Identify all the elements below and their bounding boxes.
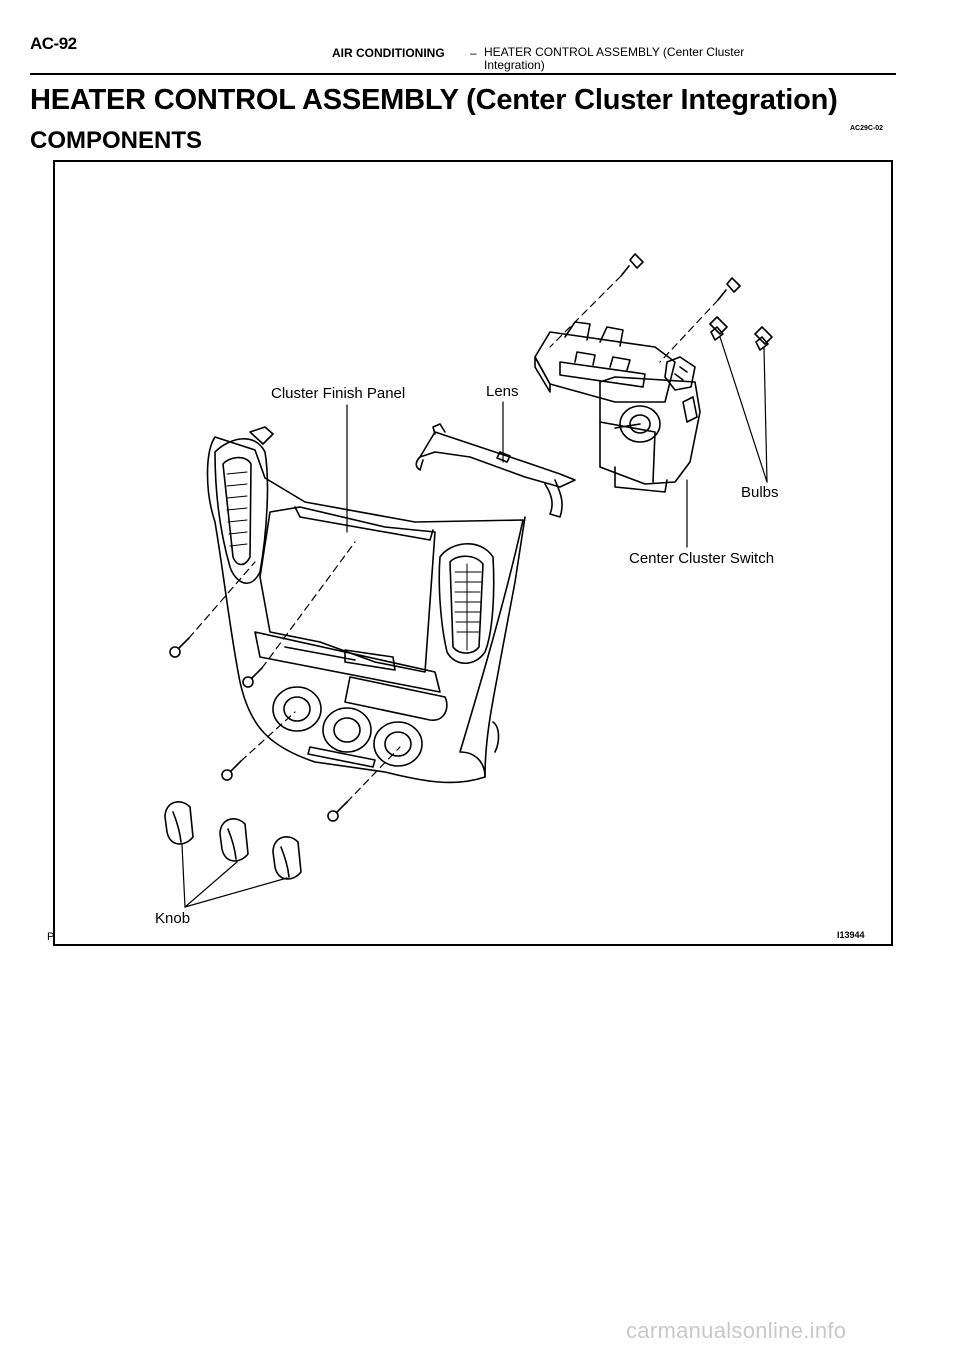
page-number: AC-92 — [30, 34, 77, 53]
doc-code: AC29C-02 — [850, 125, 884, 132]
bulb-2 — [754, 326, 773, 351]
leader-lines — [181, 336, 768, 908]
right-vent-louvers — [454, 563, 482, 651]
header-topic: HEATER CONTROL ASSEMBLY (Center Cluster … — [484, 45, 745, 72]
knob-3 — [272, 836, 302, 880]
screw-top-1 — [620, 253, 644, 277]
bulb-1 — [709, 316, 728, 341]
dial-left — [272, 686, 322, 732]
exploded-diagram — [164, 253, 773, 908]
footer-watermark: carmanualsonline.info — [626, 1318, 847, 1343]
screw-left-2 — [242, 667, 263, 688]
screw-top-2 — [717, 277, 741, 301]
dial-right — [373, 721, 423, 767]
figure-corner-mark: P — [47, 931, 55, 943]
label-knob: Knob — [155, 910, 191, 927]
header-rule — [30, 73, 896, 75]
header-section: AIR CONDITIONING — [332, 46, 445, 60]
label-lens: Lens — [486, 383, 519, 400]
components-figure: Cluster Finish Panel Lens Bulbs Center C… — [47, 160, 893, 946]
screw-left-3 — [221, 760, 242, 781]
center-cluster-switch-drawing — [534, 321, 701, 493]
page-title: HEATER CONTROL ASSEMBLY (Center Cluster … — [30, 84, 838, 116]
lens-drawing — [415, 423, 576, 518]
label-cluster-finish-panel: Cluster Finish Panel — [271, 385, 406, 402]
cluster-finish-panel-drawing — [206, 426, 526, 784]
screw-bottom — [327, 801, 348, 822]
figure-id: I13944 — [837, 930, 865, 940]
assembly-dashed-lines — [188, 275, 719, 803]
label-center-cluster-switch: Center Cluster Switch — [629, 550, 775, 567]
label-bulbs: Bulbs — [741, 484, 779, 501]
screw-left-1 — [169, 637, 190, 658]
section-title: COMPONENTS — [30, 127, 203, 154]
knob-1 — [164, 801, 194, 845]
knob-2 — [219, 818, 249, 862]
left-vent-louvers — [226, 471, 248, 547]
header-dash: – — [470, 46, 477, 60]
dial-center — [322, 707, 372, 753]
